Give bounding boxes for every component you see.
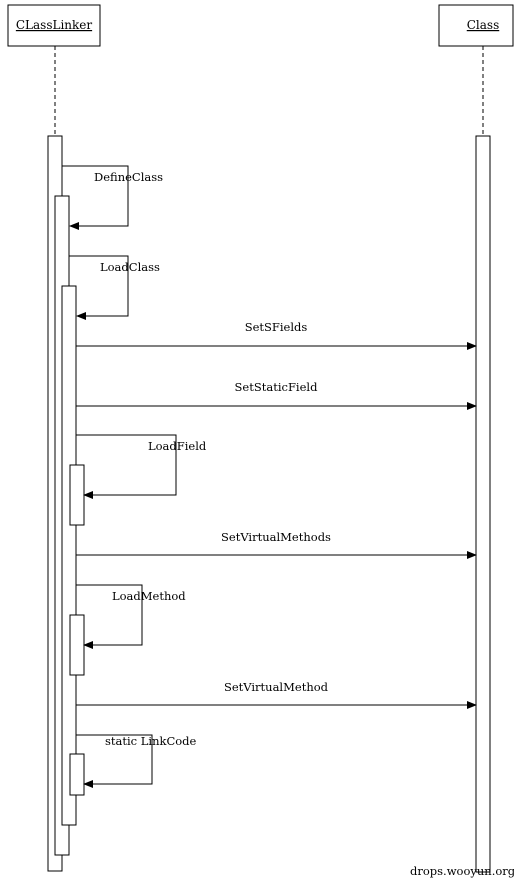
- message-loadfield: LoadField: [76, 434, 207, 499]
- activation-loadfield: [69, 464, 85, 526]
- message-loadfield-arrow: [76, 434, 177, 499]
- participant-label-class: Class: [467, 18, 500, 32]
- activation-class: [475, 135, 491, 873]
- message-setvirtualmethods: SetVirtualMethods: [76, 530, 477, 559]
- message-loadmethod: LoadMethod: [76, 584, 186, 649]
- message-loadclass-label: LoadClass: [100, 260, 160, 274]
- message-linkcode-arrow: [76, 734, 153, 788]
- message-loadfield-label: LoadField: [148, 439, 207, 453]
- watermark: drops.wooyun.org: [410, 864, 514, 878]
- participant-class: Class: [438, 4, 514, 47]
- participant-box-classlinker: [7, 4, 101, 47]
- message-loadclass-arrow: [69, 255, 129, 320]
- participant-box-class: [438, 4, 514, 47]
- message-defineclass-label: DefineClass: [94, 170, 163, 184]
- message-linkcode: static LinkCode: [76, 734, 197, 788]
- message-setvirtualmethod: SetVirtualMethod: [76, 680, 477, 709]
- message-setvirtualmethods-label: SetVirtualMethods: [221, 530, 331, 544]
- message-loadmethod-arrow: [76, 584, 143, 649]
- message-defineclass-arrow: [62, 165, 129, 230]
- message-linkcode-label: static LinkCode: [105, 734, 197, 748]
- message-loadmethod-label: LoadMethod: [112, 589, 186, 603]
- message-setstaticfield-label: SetStaticField: [235, 380, 319, 394]
- message-setstaticfield: SetStaticField: [76, 380, 477, 410]
- participant-classlinker: CLassLinker: [7, 4, 101, 47]
- message-setsfields: SetSFields: [76, 320, 477, 350]
- participant-label-classlinker: CLassLinker: [16, 18, 93, 32]
- message-setsfields-label: SetSFields: [245, 320, 308, 334]
- activation-loadclass: [61, 285, 77, 826]
- message-defineclass: DefineClass: [62, 165, 163, 230]
- message-setvirtualmethod-label: SetVirtualMethod: [224, 680, 329, 694]
- activation-linkcode: [69, 753, 85, 796]
- message-loadclass: LoadClass: [69, 255, 160, 320]
- activation-loadmethod: [69, 614, 85, 676]
